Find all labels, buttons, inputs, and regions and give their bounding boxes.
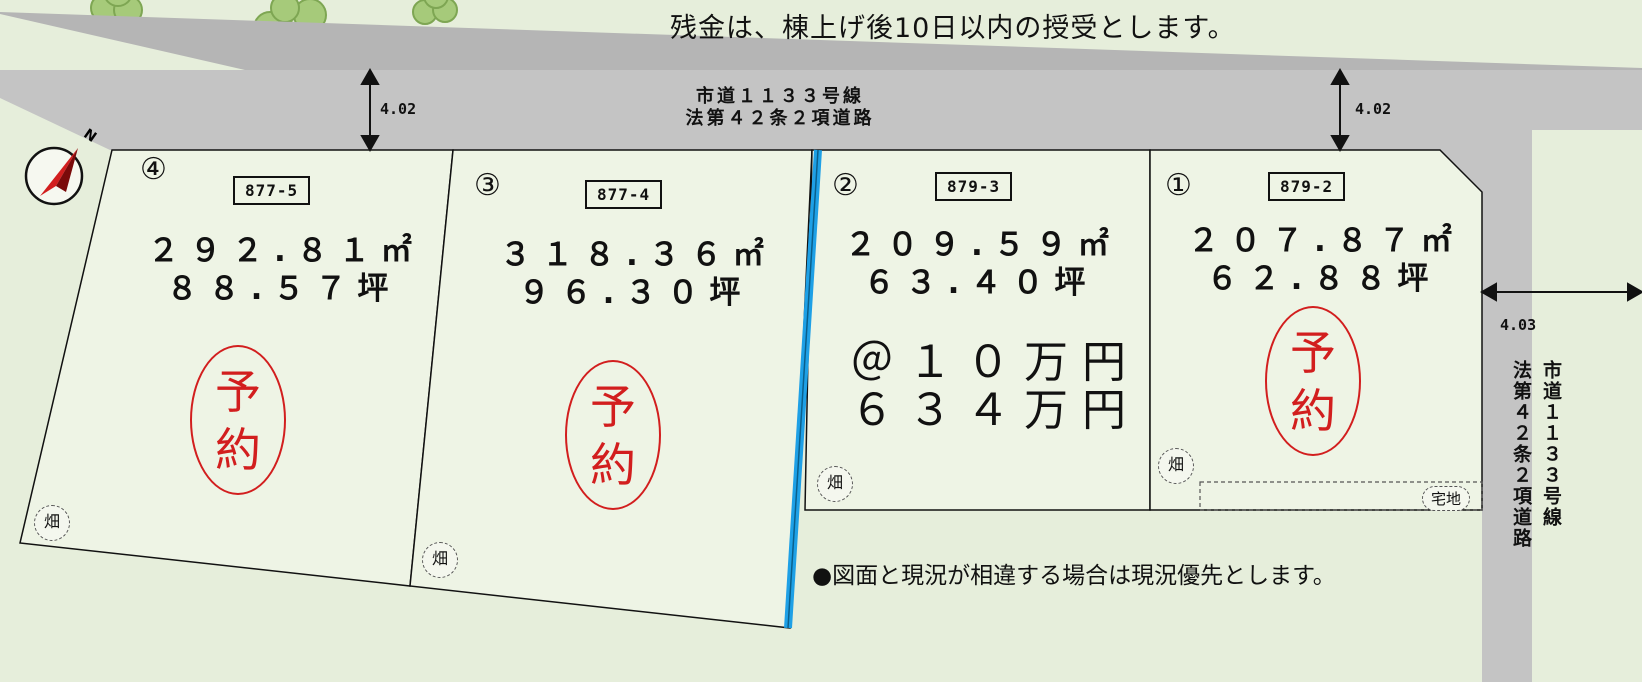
lot-1-reserved-badge: 予約 [1265, 306, 1361, 456]
lot-4-status: 予約 [215, 365, 261, 477]
lot-3-number: ③ [474, 168, 501, 203]
lot-1-land-use: 畑 [1158, 448, 1194, 484]
lot-2-area-tsubo: ６３.４０坪 [863, 265, 1097, 301]
road-top-label: 市道１１３３号線 法第４２条２項道路 [615, 86, 945, 130]
road-top-upper [0, 12, 1642, 70]
lot-2-land-use: 畑 [817, 466, 853, 502]
lot-3-area-m2: ３１８.３６㎡ [500, 237, 775, 273]
lot-2-area-m2: ２０９.５９㎡ [845, 227, 1120, 263]
road-top [0, 14, 1642, 682]
lot-2-area [804, 149, 1151, 511]
payment-notice: 残金は、棟上げ後10日以内の授受とします。 [670, 13, 1236, 44]
road-width-left: 4.02 [380, 100, 417, 118]
lot-3-status: 予約 [590, 380, 636, 492]
lot-3-reserved-badge: 予約 [565, 360, 661, 510]
road-top-type: 法第４２条２項道路 [685, 108, 875, 129]
lot-1-area-tsubo: ６２.８８坪 [1206, 261, 1440, 297]
lot-4-parcel: 877-5 [233, 176, 311, 205]
lot-2-unit-price: ＠１０万円 [850, 337, 1140, 388]
lot-1-status: 予約 [1290, 326, 1336, 438]
lot-4-area-m2: ２９２.８１㎡ [148, 233, 423, 269]
takuchi-area [1199, 481, 1483, 511]
lot-4-number: ④ [140, 152, 167, 187]
lot-2-parcel: 879-3 [935, 172, 1013, 201]
lot-3-land-use: 畑 [422, 542, 458, 578]
lot-1-parcel: 879-2 [1268, 172, 1346, 201]
road-right-name: 市道１１３３号線 [1540, 360, 1562, 528]
road-right-type: 法第４２条２項道路 [1510, 360, 1532, 549]
lot-3-area-tsubo: ９６.３０坪 [518, 275, 752, 311]
dimension-arrows [360, 67, 1642, 302]
lot-2-number: ② [832, 168, 859, 203]
road-top-name: 市道１１３３号線 [696, 86, 864, 107]
road-right-width: 4.03 [1500, 316, 1537, 334]
lot-1-land-use-2: 宅地 [1422, 486, 1471, 511]
lot-4-area-tsubo: ８８.５７坪 [166, 271, 400, 307]
lot-4-land-use: 畑 [34, 505, 70, 541]
lot-3-parcel: 877-4 [585, 180, 663, 209]
lot-1-area-m2: ２０７.８７㎡ [1188, 223, 1463, 259]
road-width-right: 4.02 [1355, 100, 1392, 118]
compass-icon [24, 146, 84, 206]
discrepancy-note: ●図面と現況が相違する場合は現況優先とします。 [812, 563, 1336, 589]
lot-1-number: ① [1165, 168, 1192, 203]
lot-4-reserved-badge: 予約 [190, 345, 286, 495]
lot-2-total-price: ６３４万円 [850, 385, 1140, 436]
